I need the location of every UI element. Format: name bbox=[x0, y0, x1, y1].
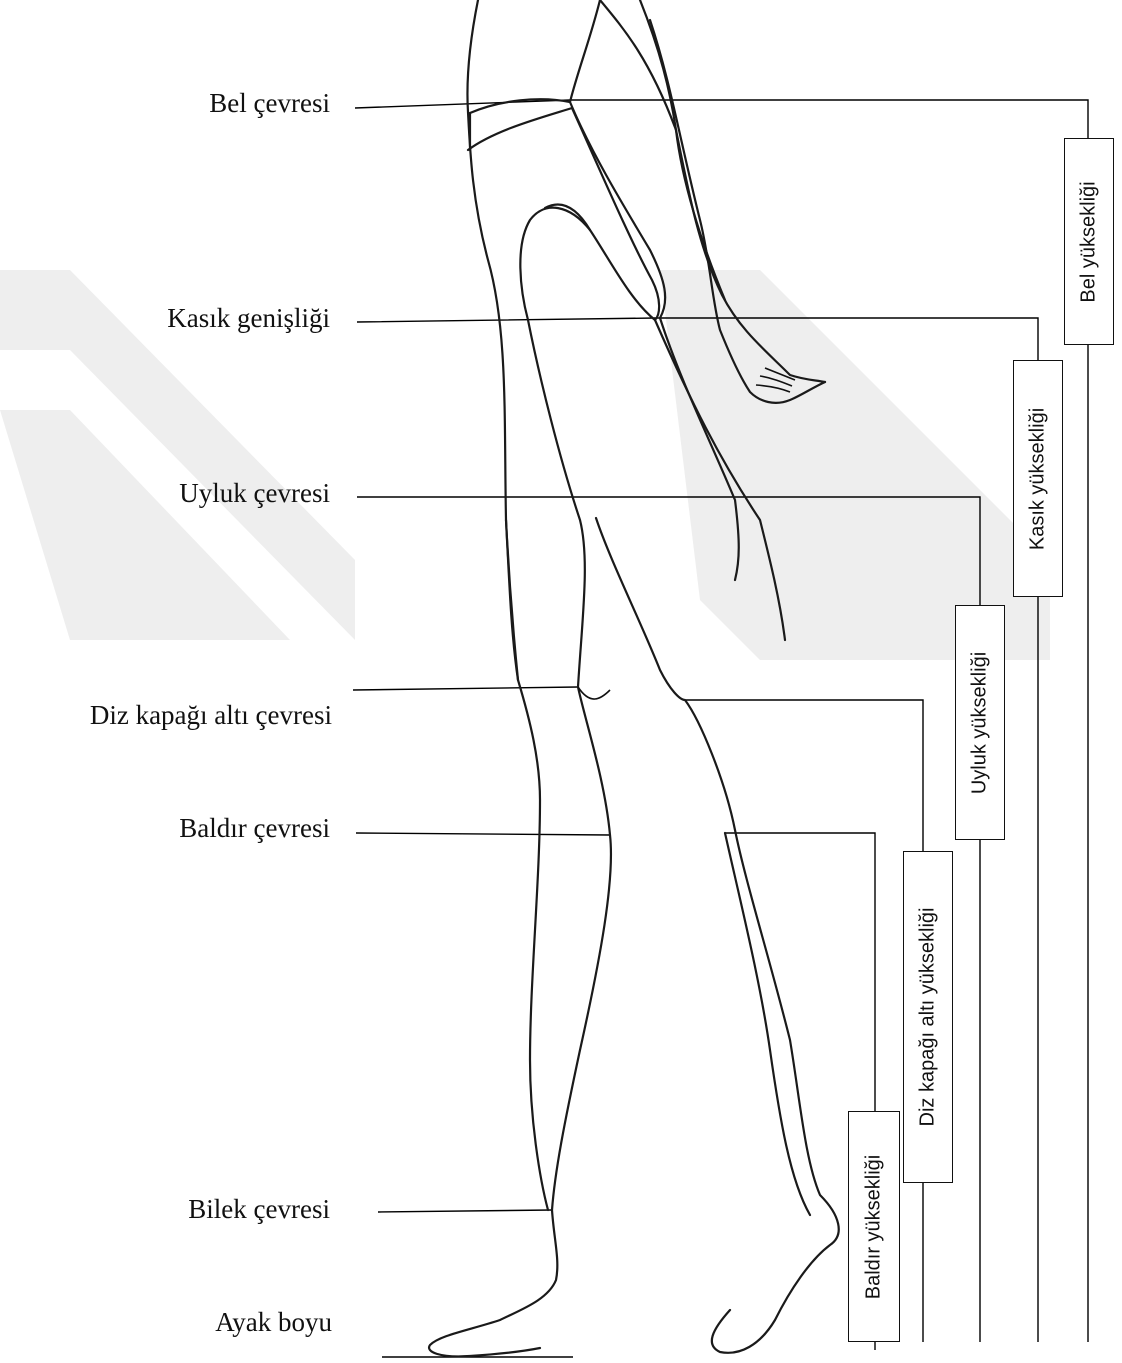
below-knee-leader-left bbox=[353, 687, 578, 690]
waist-height-box: Bel yüksekliği bbox=[1064, 138, 1114, 345]
below-knee-height-label: Diz kapağı altı yüksekliği bbox=[917, 908, 940, 1127]
calf-height-box: Baldır yüksekliği bbox=[848, 1111, 900, 1342]
waist-circumference-label: Bel çevresi bbox=[120, 88, 330, 119]
calf-height-label: Baldır yüksekliği bbox=[863, 1154, 886, 1299]
crotch-height-box: Kasık yüksekliği bbox=[1013, 360, 1063, 597]
foot-length-label: Ayak boyu bbox=[80, 1307, 332, 1338]
below-knee-height-box: Diz kapağı altı yüksekliği bbox=[903, 851, 953, 1183]
thigh-height-label: Uyluk yüksekliği bbox=[969, 651, 992, 793]
ankle-circumference-label: Bilek çevresi bbox=[80, 1194, 330, 1225]
figure-outline bbox=[429, 0, 839, 1356]
calf-circumference-label: Baldır çevresi bbox=[80, 813, 330, 844]
calf-leader-right bbox=[725, 833, 875, 1111]
crotch-height-label: Kasık yüksekliği bbox=[1027, 407, 1050, 549]
calf-leader-left bbox=[356, 833, 610, 835]
thigh-circumference-label: Uyluk çevresi bbox=[80, 478, 330, 509]
thigh-height-box: Uyluk yüksekliği bbox=[955, 605, 1005, 840]
ankle-leader bbox=[378, 1210, 552, 1212]
waist-leader bbox=[355, 100, 1088, 138]
crotch-width-label: Kasık genişliği bbox=[80, 303, 330, 334]
waist-height-label: Bel yüksekliği bbox=[1078, 181, 1101, 302]
below-knee-circumference-label: Diz kapağı altı çevresi bbox=[10, 700, 332, 731]
